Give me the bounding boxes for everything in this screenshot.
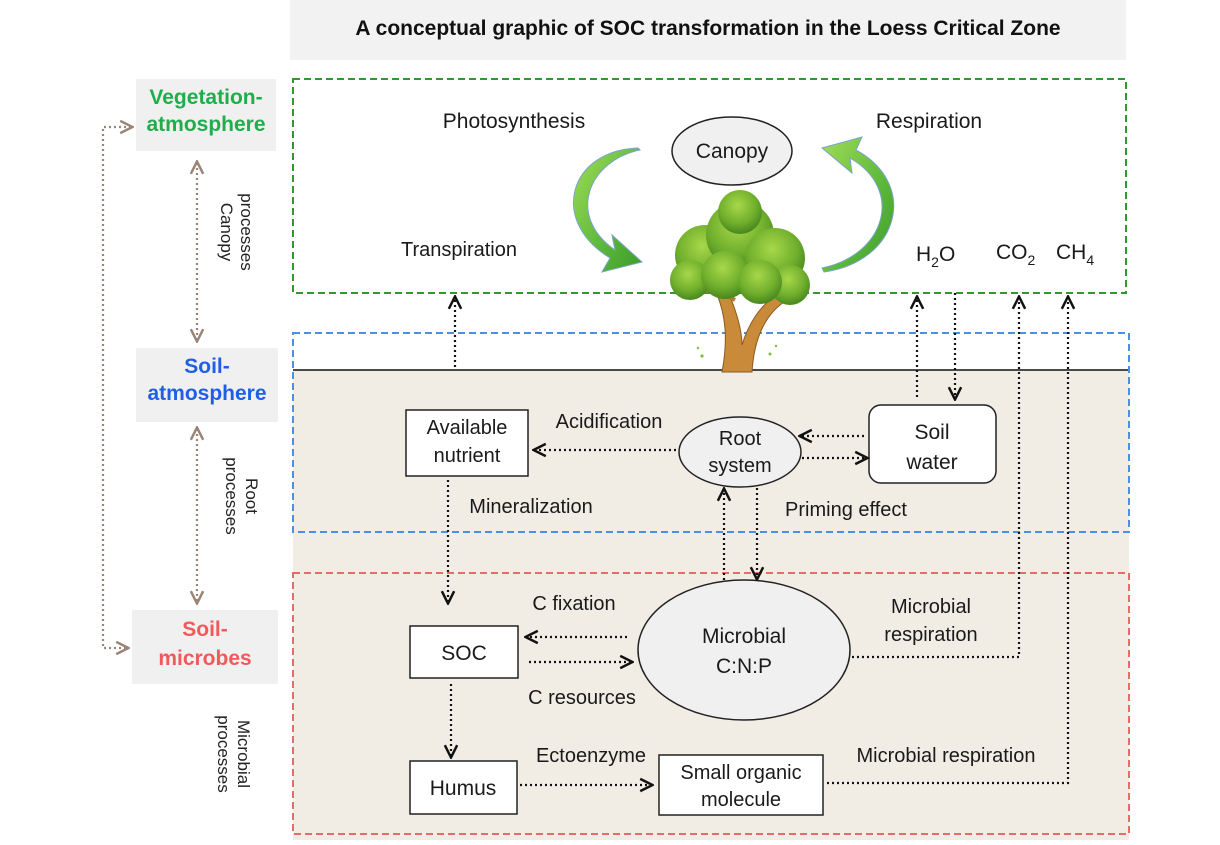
small-organic-line2: molecule bbox=[701, 789, 781, 811]
root-processes-label: Root processes bbox=[222, 457, 261, 534]
tree-icon bbox=[670, 190, 810, 373]
respiration-arrow-icon bbox=[820, 136, 895, 273]
microbial-processes-label: Microbial processes bbox=[214, 715, 253, 792]
root-system-line2: system bbox=[708, 455, 771, 477]
ch4-label: CH4 bbox=[1056, 241, 1094, 268]
svg-text:Root: Root bbox=[242, 478, 261, 514]
available-nutrient-line2: nutrient bbox=[434, 445, 501, 467]
soc-label: SOC bbox=[441, 642, 487, 665]
soil-microbes-label-line2: microbes bbox=[158, 647, 251, 670]
co2-respiration-arrow bbox=[852, 298, 1019, 659]
transpiration-label: Transpiration bbox=[401, 239, 517, 261]
ch4-respiration-arrow bbox=[827, 298, 1068, 785]
c-fixation-label: C fixation bbox=[532, 593, 615, 615]
available-nutrient-node bbox=[405, 409, 529, 477]
grass-tufts bbox=[696, 344, 778, 358]
svg-text:processes: processes bbox=[214, 715, 233, 792]
mineralization-label: Mineralization bbox=[469, 496, 592, 518]
vegetation-label-box bbox=[136, 79, 276, 151]
soc-node bbox=[409, 625, 519, 679]
soil-atmosphere-label-line2: atmosphere bbox=[147, 382, 266, 405]
svg-text:processes: processes bbox=[237, 193, 256, 270]
photosynthesis-label: Photosynthesis bbox=[443, 110, 585, 133]
microbial-cnp-line2: C:N:P bbox=[716, 655, 772, 678]
title-banner bbox=[290, 0, 1126, 60]
svg-text:Canopy: Canopy bbox=[217, 203, 236, 262]
canopy-processes-label: Canopy processes bbox=[217, 193, 256, 270]
c-resources-label: C resources bbox=[528, 687, 636, 709]
svg-text:Microbial: Microbial bbox=[234, 720, 253, 788]
h2o-label: H2O bbox=[916, 243, 955, 270]
soil-atmosphere-label-box bbox=[136, 348, 278, 422]
soil-water-line1: Soil bbox=[914, 421, 949, 444]
soil-water-line2: water bbox=[905, 451, 957, 474]
small-organic-line1: Small organic bbox=[680, 762, 801, 784]
soil-microbes-label-line1: Soil- bbox=[182, 618, 228, 641]
humus-node bbox=[409, 760, 518, 815]
vegetation-label-line1: Vegetation- bbox=[149, 86, 262, 109]
canopy-node bbox=[671, 116, 793, 186]
soil-atmosphere-zone-box bbox=[292, 332, 1130, 533]
root-system-line1: Root bbox=[719, 428, 762, 450]
respiration-label: Respiration bbox=[876, 110, 982, 133]
ectoenzyme-label: Ectoenzyme bbox=[536, 745, 646, 767]
microbial-cnp-node bbox=[637, 579, 851, 721]
soil-microbes-label-box bbox=[132, 610, 278, 684]
diagram-title: A conceptual graphic of SOC transformati… bbox=[355, 17, 1060, 40]
svg-text:processes: processes bbox=[222, 457, 241, 534]
soil-atmosphere-label-line1: Soil- bbox=[184, 355, 230, 378]
microbial-respiration-long-label: Microbial respiration bbox=[857, 745, 1036, 767]
vegetation-label-line2: atmosphere bbox=[146, 113, 265, 136]
root-system-node bbox=[678, 416, 802, 488]
outer-side-connector bbox=[101, 127, 131, 648]
photosynthesis-arrow-icon bbox=[572, 147, 644, 273]
available-nutrient-line1: Available bbox=[427, 417, 508, 439]
small-organic-molecule-node bbox=[658, 754, 824, 816]
microbial-respiration-line1: Microbial bbox=[891, 596, 971, 618]
humus-label: Humus bbox=[430, 777, 497, 800]
soil-water-node bbox=[868, 404, 997, 484]
microbial-respiration-line2: respiration bbox=[884, 624, 977, 646]
soil-microbes-zone-box bbox=[292, 572, 1130, 835]
microbial-cnp-line1: Microbial bbox=[702, 625, 786, 648]
co2-label: CO2 bbox=[996, 241, 1036, 268]
canopy-label: Canopy bbox=[696, 140, 769, 163]
priming-effect-label: Priming effect bbox=[785, 499, 907, 521]
acidification-label: Acidification bbox=[556, 411, 663, 433]
